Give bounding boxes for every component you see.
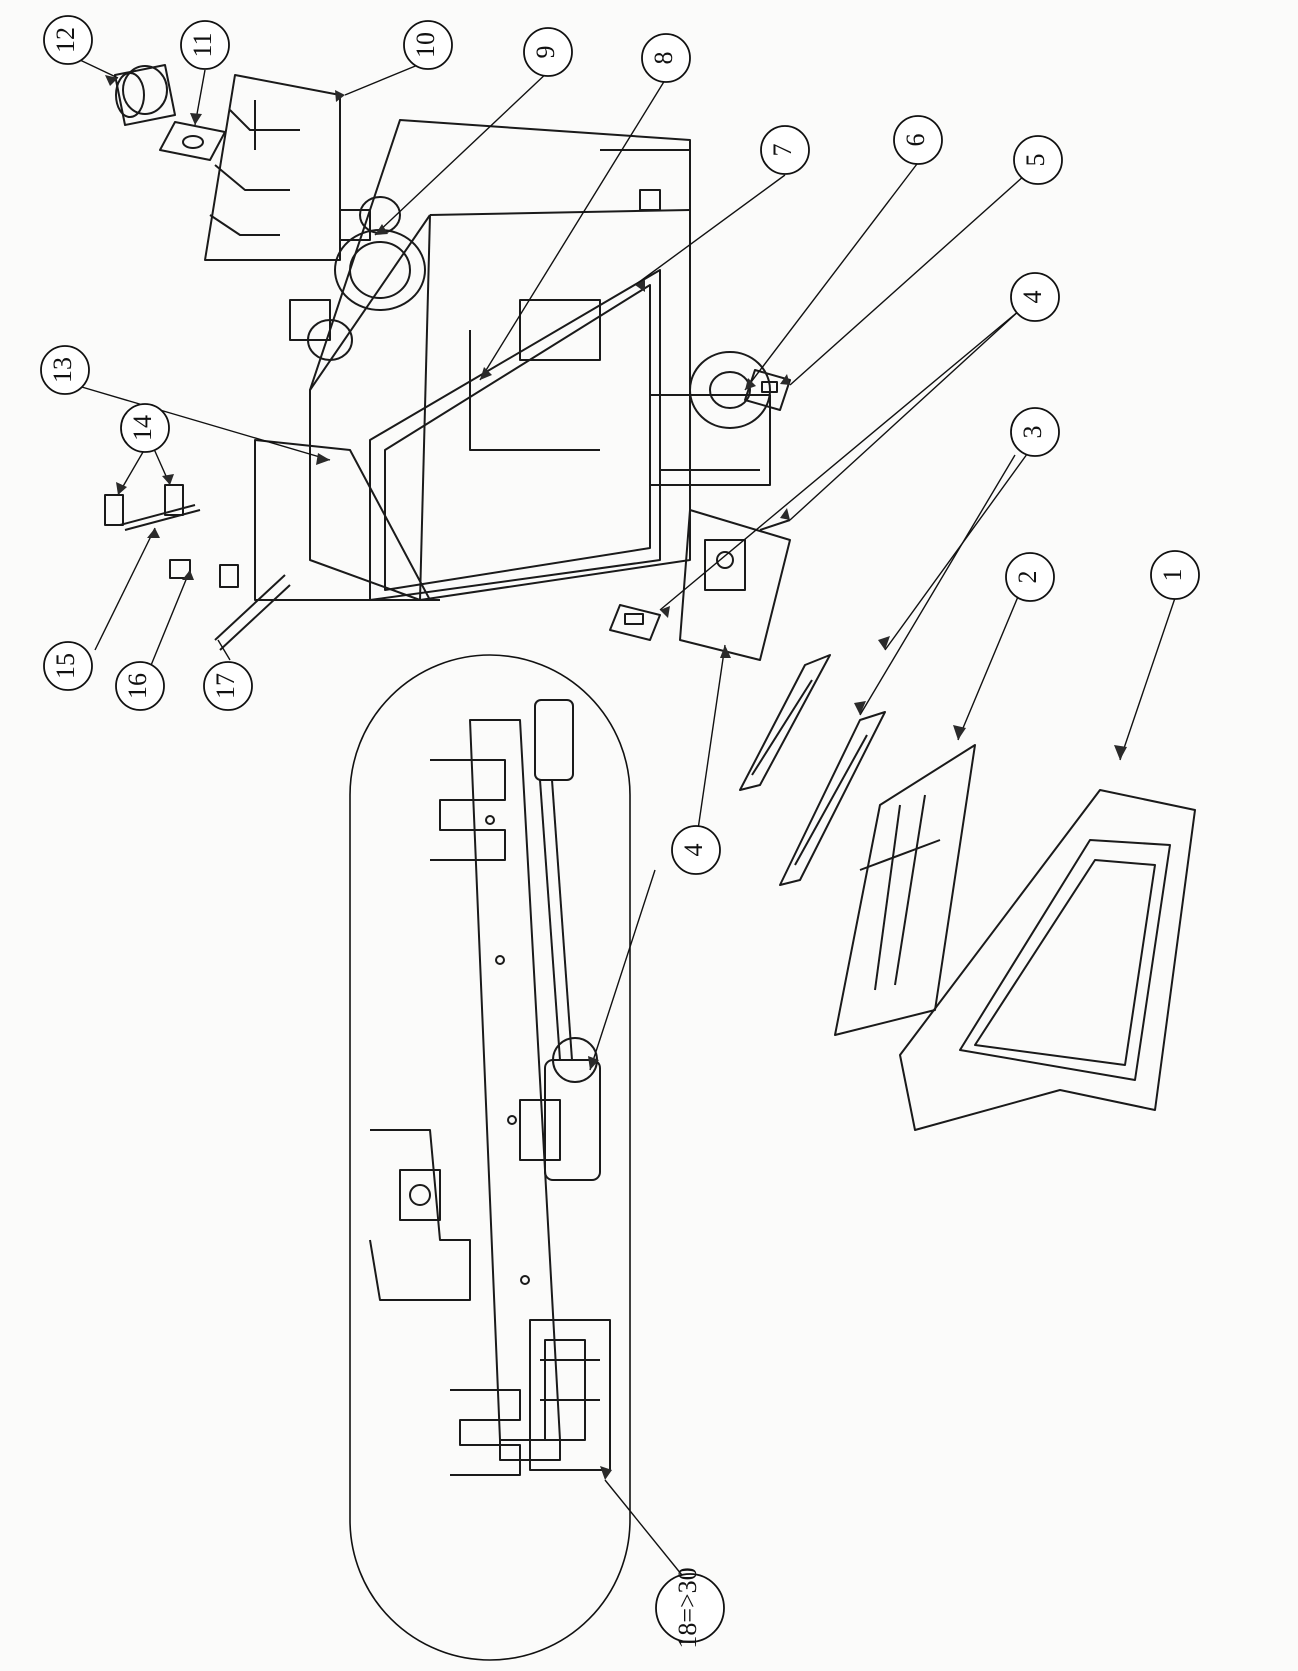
svg-text:10: 10 bbox=[411, 32, 440, 58]
svg-text:12: 12 bbox=[51, 27, 80, 53]
svg-text:4: 4 bbox=[679, 844, 708, 857]
balloon-17: 17 bbox=[203, 661, 253, 711]
svg-text:11: 11 bbox=[188, 32, 217, 57]
balloon-9: 9 bbox=[523, 27, 573, 77]
subassembly-burner-tray bbox=[369, 699, 611, 1476]
svg-text:2: 2 bbox=[1013, 571, 1042, 584]
part-5-plate bbox=[744, 369, 791, 411]
balloon-18-30: 18=>30 bbox=[655, 1567, 725, 1649]
balloon-10: 10 bbox=[403, 20, 453, 70]
balloon-11: 11 bbox=[180, 20, 230, 70]
svg-text:4: 4 bbox=[1018, 291, 1047, 304]
svg-text:3: 3 bbox=[1018, 426, 1047, 439]
svg-text:5: 5 bbox=[1021, 154, 1050, 167]
balloon-16: 16 bbox=[115, 661, 165, 711]
part-2-grille bbox=[834, 744, 976, 1036]
svg-text:16: 16 bbox=[123, 673, 152, 699]
firebox-housing bbox=[289, 119, 691, 601]
balloon-1: 1 bbox=[1150, 550, 1200, 600]
leader-lines bbox=[74, 59, 1176, 1586]
balloon-4-mid: 4 bbox=[671, 825, 721, 875]
balloon-13: 13 bbox=[40, 345, 90, 395]
svg-text:15: 15 bbox=[51, 653, 80, 679]
part-12-flue-collar bbox=[114, 64, 176, 126]
balloon-15: 15 bbox=[43, 641, 93, 691]
subassembly-enclosure bbox=[349, 654, 631, 1661]
part-5-plate-lower bbox=[609, 604, 661, 641]
part-10-top-shield bbox=[204, 74, 341, 261]
svg-text:14: 14 bbox=[128, 415, 157, 441]
svg-text:8: 8 bbox=[649, 52, 678, 65]
svg-text:7: 7 bbox=[768, 144, 797, 157]
part-6-blower bbox=[649, 351, 771, 486]
svg-text:17: 17 bbox=[211, 673, 240, 699]
part-1-front-frame bbox=[899, 789, 1196, 1131]
balloon-4-top: 4 bbox=[1010, 272, 1060, 322]
svg-text:9: 9 bbox=[531, 46, 560, 59]
part-11-plate bbox=[159, 121, 226, 161]
balloon-2: 2 bbox=[1005, 552, 1055, 602]
parts-14-17-glass-frame bbox=[104, 484, 291, 651]
part-4-burner-tray bbox=[679, 509, 791, 661]
svg-text:18=>30: 18=>30 bbox=[673, 1567, 702, 1648]
balloon-6: 6 bbox=[893, 115, 943, 165]
balloon-7: 7 bbox=[760, 125, 810, 175]
svg-text:13: 13 bbox=[48, 357, 77, 383]
leader-arrowheads bbox=[105, 75, 1127, 1480]
balloon-12: 12 bbox=[43, 15, 93, 65]
balloon-5: 5 bbox=[1013, 135, 1063, 185]
svg-text:1: 1 bbox=[1158, 569, 1187, 582]
balloon-14: 14 bbox=[120, 403, 170, 453]
balloon-3: 3 bbox=[1010, 407, 1060, 457]
part-13-glass-panel bbox=[254, 439, 440, 601]
part-3-burner-rails bbox=[739, 654, 886, 886]
svg-text:6: 6 bbox=[901, 134, 930, 147]
balloon-8: 8 bbox=[641, 33, 691, 83]
